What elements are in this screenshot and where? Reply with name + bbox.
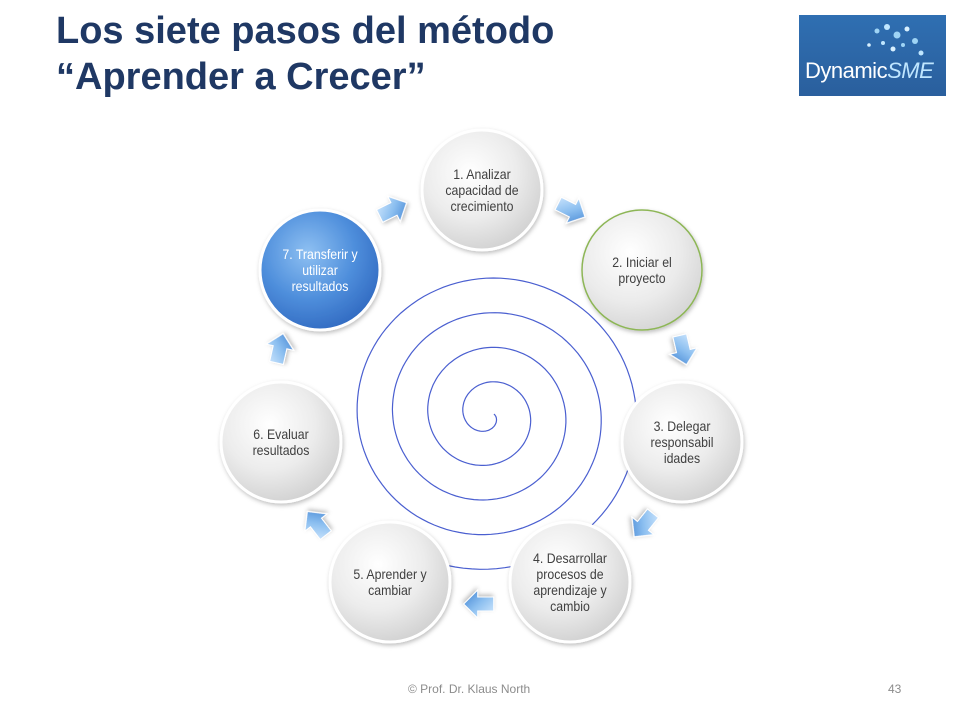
step-label-6: 6. Evaluar resultados bbox=[252, 426, 310, 458]
dynamicsme-logo: DynamicSME bbox=[799, 15, 946, 96]
step-node-5 bbox=[328, 520, 452, 644]
arrow-icon bbox=[554, 196, 586, 225]
step-node-4 bbox=[508, 520, 632, 644]
step-node-2 bbox=[581, 209, 703, 331]
logo-text-accent: SME bbox=[887, 58, 934, 83]
step-label-3: 3. Delegar responsabil idades bbox=[650, 418, 714, 466]
step-label-7: 7. Transferir y utilizar resultados bbox=[282, 246, 358, 294]
arrow-icon bbox=[462, 588, 495, 620]
logo-text-main: Dynamic bbox=[805, 58, 888, 83]
logo-text: DynamicSME bbox=[805, 58, 934, 84]
arrow-icon bbox=[631, 508, 660, 538]
step-label-4: 4. Desarrollar procesos de aprendizaje y… bbox=[533, 550, 607, 614]
step-node-7 bbox=[258, 208, 382, 332]
footer-page-number: 43 bbox=[888, 682, 902, 696]
title-line-1: Los siete pasos del método bbox=[56, 10, 555, 52]
arrow-icon bbox=[375, 195, 408, 223]
node-group bbox=[219, 128, 744, 644]
arrow-icon bbox=[668, 333, 699, 366]
step-node-6 bbox=[219, 380, 343, 504]
step-label-2: 2. Iniciar el proyecto bbox=[612, 254, 672, 286]
footer-copyright: © Prof. Dr. Klaus North bbox=[408, 682, 531, 696]
arrow-icon bbox=[265, 332, 295, 366]
step-node-1 bbox=[420, 128, 544, 252]
arrow-group bbox=[265, 195, 699, 620]
page-title: Los siete pasos del método “Aprender a C… bbox=[56, 8, 756, 100]
step-label-5: 5. Aprender y cambiar bbox=[353, 566, 427, 598]
spiral-line bbox=[356, 277, 638, 570]
step-node-3 bbox=[620, 380, 744, 504]
logo-dots-icon bbox=[867, 24, 924, 56]
arrow-icon bbox=[304, 510, 333, 541]
title-line-2: “Aprender a Crecer” bbox=[56, 56, 426, 98]
step-label-1: 1. Analizar capacidad de crecimiento bbox=[445, 166, 519, 214]
